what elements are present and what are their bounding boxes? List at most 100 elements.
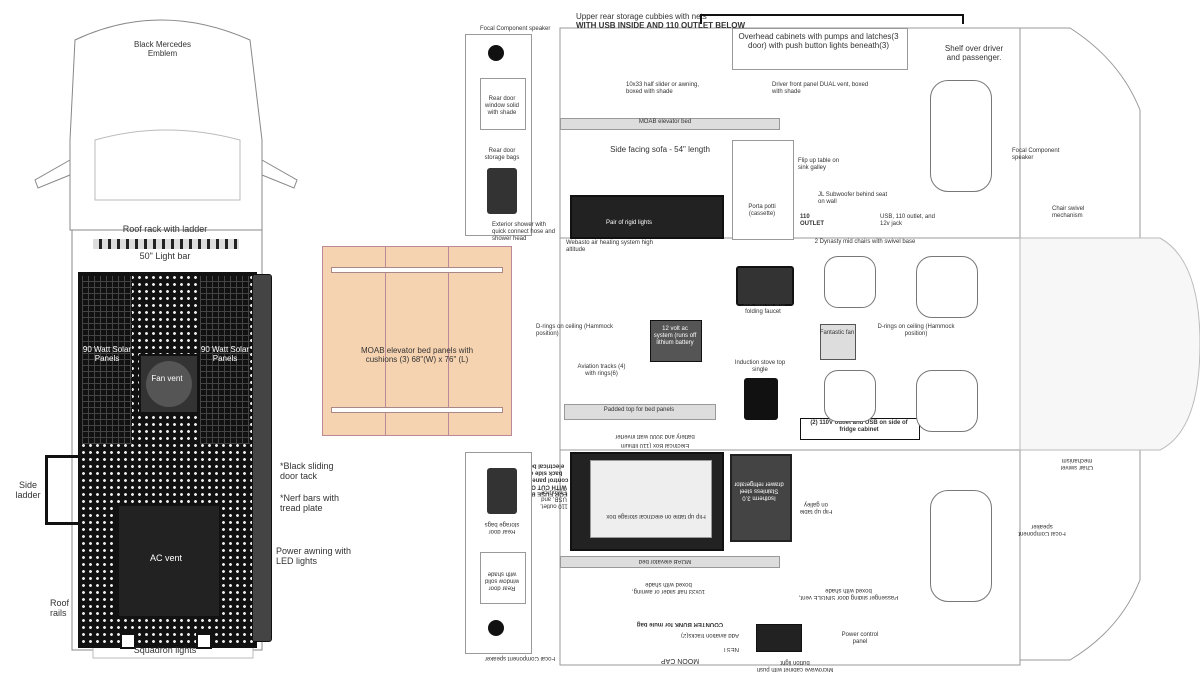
light-bar-label: 50" Light bar [139,251,191,261]
squadron-label: Squadron lights [133,645,197,655]
porta-potti [732,140,794,240]
exterior-shower-label: Exterior shower with quick connect hose … [492,222,556,242]
battery-electrical-label: battery and 3000 watt inverter [615,432,695,439]
power-control-label: Power control panel [841,632,879,645]
chair-front-right [930,490,992,602]
dynasty-chairs-label: 2 Dynasty mid chairs with swivel base [814,239,916,245]
fan-vent [139,354,199,414]
padded-top [564,404,716,420]
bed-panels-label: MOAB elevator bed panels with cushions (… [360,346,474,365]
subwoofer-label: JL Subwoofer behind seat on wall [818,192,888,205]
solar-left-label: 90 Watt Solar Panels [82,345,132,364]
padded-top-label: Padded top for bed panels [603,407,675,413]
storage-bags-label: Rear door storage bags [484,148,520,161]
emblem-label: Black Mercedes Emblem [134,40,191,59]
ac-vent [116,503,222,619]
squadron-light-right [196,633,212,649]
induction-label: Induction stove top single [734,360,786,373]
moab-bed-bottom-label: MOAB elevator bed [638,557,692,564]
focal-right-bottom-label: Focal Component speaker [1018,522,1066,536]
focal-top-label: Focal Component speaker [480,26,551,32]
nest-label: NEST [723,645,740,652]
fan-vent-label: Fan vent [151,374,183,383]
door-track [252,274,272,642]
speaker-bottom-icon [488,620,504,636]
battery [650,320,702,362]
chair-front-left [930,80,992,192]
fantastic-fan [820,324,856,360]
nerf-bars-label: *Nerf bars with tread plate [280,493,340,514]
side-ladder-label: Side ladder [15,480,41,501]
chair-mid-left [824,256,876,308]
light-bar [93,239,239,249]
side-ladder [45,455,82,525]
solar-right-label: 90 Watt Solar Panels [200,345,250,364]
rear-window-label: Rear door window solid with shade [484,96,520,116]
roof-rails-label: Roof rails [50,598,70,619]
d-rings-right-label: D-rings on ceiling (Hammock position) [877,324,955,337]
chair-swivel-label: Chair swivel mechanism [1052,206,1085,219]
rear-window-bottom-label: Rear door window solid with shade [484,570,520,591]
induction-stove [744,378,778,420]
battery-label: 12 volt ac system (runs off lithium batt… [653,326,697,346]
focal-bottom-label: Focal Component speaker [484,654,556,661]
counter-bunk-label: COUNTER BUNK for mule bag [636,620,724,627]
half-slider-label: 10x33 half slider or awning, boxed with … [626,82,700,95]
fantastic-fan-label: Fantastic fan [819,330,855,336]
microwave-label: Microwave cabinet with push button light [756,658,834,672]
usb-12v-label: USB, 110 outlet, and 12v jack [880,214,935,227]
electrical-box-label: Electrical Box (110 lithium [620,441,690,448]
overhead-cabinets [732,28,908,70]
flip-galley-label: Flip up table on galley [799,500,833,514]
d-rings-left-label: D-rings on ceiling (Hammock position) [536,324,614,337]
squadron-light-left [120,633,136,649]
aviation-tracks-label: Aviation tracks (4) with rings(6) [577,364,626,377]
flip-up-table-label: Flip up table on electrical storage box [606,512,706,519]
storage-bag [487,168,517,214]
microwave [756,624,802,652]
bed-panels [322,246,512,436]
storage-bags-bottom-label: Rear door storage bags [484,520,520,534]
outlet-usb-label: 110 outlet, USB, and Ebsource [540,488,568,509]
moab-bed-label: MOAB elevator bed [638,119,692,125]
storage-bag-bottom [487,468,517,514]
passenger-door-label: Passenger sliding door SINGLE vent, boxe… [798,586,899,600]
awning-label: Power awning with LED lights [276,546,352,567]
focal-right-label: Focal Component speaker [1012,148,1060,161]
shelf-label: Shelf over driver and passenger. [944,44,1004,63]
rigid-lights-box [570,195,724,239]
roof-rack-top [700,14,964,24]
flip-table-label: Flip up table on sink galley [798,158,840,171]
fridge [730,454,792,542]
rear-window-top [480,78,526,130]
sink-label: Sink with lid and folding faucet [741,302,785,315]
driver-vent-label: Driver front panel DUAL vent, boxed with… [772,82,869,95]
upper-cubbies-label: Upper rear storage cubbies with nets [576,12,707,21]
solar-panel-right [200,276,250,444]
roof-rack-label: Roof rack with ladder [122,224,208,234]
webasto-label: Webasto air heating system high altitude [566,240,653,253]
moab-bed-bottom [560,556,780,568]
aviation-tracks-bottom-label: Add aviation tracks(2) [680,631,740,638]
chair-mid-right [824,370,876,422]
side-sofa-label: Side facing sofa - 54" length [610,145,710,154]
rear-window-bottom [480,552,526,604]
rigid-lights-label: Pair of rigid lights [606,220,653,226]
battery-cells [590,460,712,538]
front-seat-left [916,256,978,318]
door-track-label: *Black sliding door tack [280,461,334,482]
speaker-top-icon [488,45,504,61]
moon-cap-label: MOON CAP [660,657,700,665]
chair-swivel-bottom-label: Chair swivel mechanism [1060,456,1094,470]
outlet-fridge-label: (2) 110V outlet and USB on side of fridg… [810,420,908,433]
solar-panel-left [82,276,132,444]
interior-top: Upper rear storage cubbies with nets WIT… [460,0,1200,688]
outlet-110-label: 110 OUTLET [800,214,824,227]
front-seat-right [916,370,978,432]
moab-bed-top [560,118,780,130]
half-slider-bottom-label: 10x33 half slider or awning, boxed with … [631,580,706,594]
sink [736,266,794,306]
ac-vent-label: AC vent [149,553,182,563]
roof-view: Black Mercedes Emblem Roof rack with lad… [0,0,351,688]
porta-potti-label: Porta potti (cassette) [748,204,776,217]
